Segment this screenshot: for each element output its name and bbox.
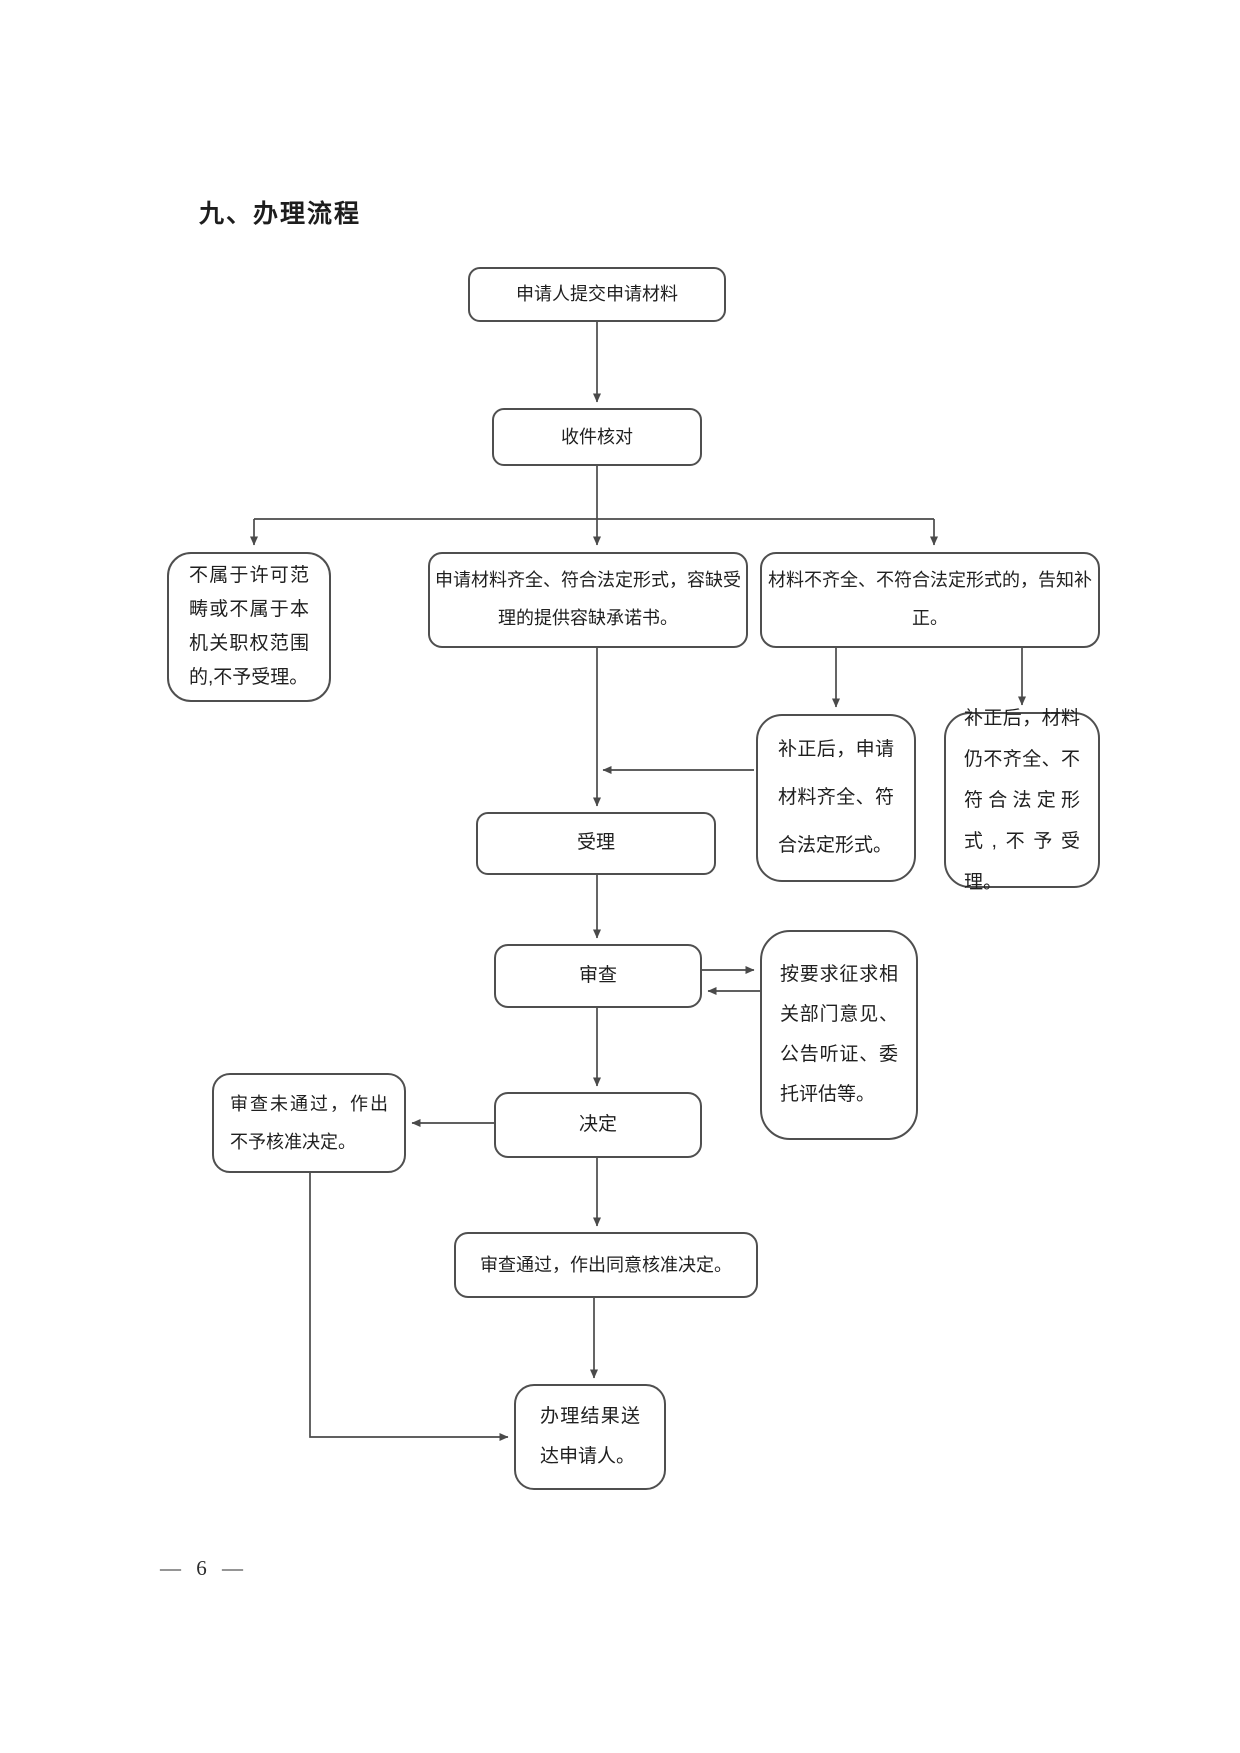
- flow-node-materials-complete: 申请材料齐全、符合法定形式，容缺受理的提供容缺承诺书。: [428, 552, 748, 648]
- flow-node-corrected-still-incomplete: 补正后，材料仍不齐全、不符合法定形式,不予受理。: [944, 708, 1100, 893]
- flow-node-submit: 申请人提交申请材料: [468, 267, 726, 322]
- flow-node-consult: 按要求征求相关部门意见、公告听证、委托评估等。: [760, 930, 918, 1140]
- flow-node-out-of-scope: 不属于许可范畴或不属于本机关职权范围的,不予受理。: [167, 552, 331, 702]
- flow-node-review-failed: 审查未通过，作出不予核准决定。: [212, 1073, 406, 1173]
- flow-node-deliver-result: 办理结果送达申请人。: [514, 1384, 666, 1490]
- flow-node-review: 审查: [494, 944, 702, 1008]
- flow-node-review-passed: 审查通过，作出同意核准决定。: [454, 1232, 758, 1298]
- flow-node-accept: 受理: [476, 812, 716, 875]
- flow-node-corrected-complete: 补正后，申请材料齐全、符合法定形式。: [756, 714, 916, 882]
- flow-node-materials-incomplete: 材料不齐全、不符合法定形式的，告知补正。: [760, 552, 1100, 648]
- flow-node-receive-check: 收件核对: [492, 408, 702, 466]
- flow-node-decide: 决定: [494, 1092, 702, 1158]
- page-number: — 6 —: [160, 1556, 244, 1580]
- page-title: 九、办理流程: [199, 200, 362, 228]
